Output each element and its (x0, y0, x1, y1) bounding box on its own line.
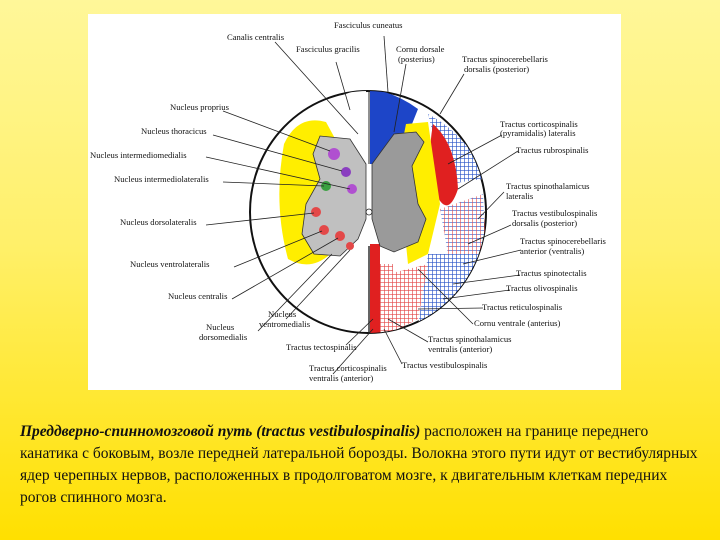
label-spinocerebellaris-anterior-1: Tractus spinocerebellaris (520, 236, 606, 246)
label-corticospinalis-lateralis-1: Tractus corticospinalis (500, 119, 578, 129)
label-cornu-ventrale: Cornu ventrale (anterius) (474, 318, 561, 328)
label-vestibulospinalis-dorsalis-1: Tractus vestibulospinalis (512, 208, 598, 218)
ventral-corticospinal-tract-area (370, 244, 380, 333)
label-canalis-centralis: Canalis centralis (227, 32, 285, 42)
fasciculus-cuneatus-area (370, 91, 418, 164)
label-corticospinalis-ventralis-2: ventralis (anterior) (309, 373, 373, 383)
nucleus-dot-centralis (335, 231, 345, 241)
label-nucleus-intermediolateralis: Nucleus intermediolateralis (114, 174, 209, 184)
vestibulospinal-tract-area (380, 264, 393, 333)
label-fasciculus-cuneatus: Fasciculus cuneatus (334, 20, 403, 30)
spinothalamic-lateral-area (440, 194, 486, 259)
label-nucleus-ventromedialis-2: ventromedialis (259, 319, 311, 329)
caption-text: расположен на границе переднего канатика… (20, 423, 698, 506)
label-nucleus-ventromedialis-1: Nucleus (268, 309, 297, 319)
nucleus-dot-dorsolateralis (311, 207, 321, 217)
label-reticulospinalis: Tractus reticulospinalis (482, 302, 563, 312)
label-tectospinalis: Tractus tectospinalis (286, 342, 357, 352)
label-nucleus-dorsomedialis-2: dorsomedialis (199, 332, 248, 342)
gray-matter-left (301, 135, 367, 257)
caption-paragraph: Преддверно-спинномозговой путь (tractus … (20, 421, 700, 509)
label-nucleus-centralis: Nucleus centralis (168, 291, 228, 301)
leader-lines (205, 35, 522, 375)
nucleus-dot-thoracicus (341, 167, 351, 177)
nucleus-dot-proprius (328, 148, 340, 160)
label-spinothalamicus-lateralis-2: lateralis (506, 191, 534, 201)
label-spinocerebellaris-dorsalis: Tractus spinocerebellaris (462, 54, 548, 64)
label-spinotectalis: Tractus spinotectalis (516, 268, 587, 278)
label-corticospinalis-lateralis-2: (pyramidalis) lateralis (500, 128, 576, 138)
nucleus-dot-intermediomedialis (347, 184, 357, 194)
label-fasciculus-gracilis: Fasciculus gracilis (296, 44, 360, 54)
label-nucleus-thoracicus: Nucleus thoracicus (141, 126, 207, 136)
label-vestibulospinalis-dorsalis-2: dorsalis (posterior) (512, 218, 577, 228)
fasciculus-gracilis-area (320, 91, 366, 164)
label-nucleus-proprius: Nucleus proprius (170, 102, 230, 112)
label-nucleus-ventrolateralis: Nucleus ventrolateralis (130, 259, 210, 269)
label-olivospinalis: Tractus olivospinalis (506, 283, 578, 293)
label-vestibulospinalis: Tractus vestibulospinalis (402, 360, 488, 370)
label-nucleus-dorsolateralis: Nucleus dorsolateralis (120, 217, 197, 227)
nucleus-dot-ventromedialis (346, 242, 354, 250)
reticulospinal-area (388, 264, 428, 333)
dorsal-spinocerebellar-tract-area (428, 114, 483, 184)
label-spinothalamicus-ventralis-1: Tractus spinothalamicus (428, 334, 512, 344)
spinal-cord-diagram: Canalis centralis Fasciculus cuneatus Fa… (88, 14, 621, 390)
label-rubrospinalis: Tractus rubrospinalis (516, 145, 589, 155)
gray-matter-right (371, 131, 427, 253)
caption-term: Преддверно-спинномозговой путь (tractus … (20, 423, 421, 440)
central-canal (365, 208, 373, 216)
label-spinocerebellaris-dorsalis-sub: dorsalis (posterior) (464, 64, 529, 74)
nucleus-dot-ventrolateralis (319, 225, 329, 235)
label-spinocerebellaris-anterior-2: anterior (ventralis) (520, 246, 584, 256)
label-cornu-dorsale-sub: (posterius) (398, 54, 435, 64)
label-nucleus-intermediomedialis: Nucleus intermediomedialis (90, 150, 187, 160)
label-spinothalamicus-ventralis-2: ventralis (anterior) (428, 344, 492, 354)
label-nucleus-dorsomedialis-1: Nucleus (206, 322, 235, 332)
label-cornu-dorsale: Cornu dorsale (396, 44, 445, 54)
label-corticospinalis-ventralis-1: Tractus corticospinalis (309, 363, 387, 373)
label-spinothalamicus-lateralis-1: Tractus spinothalamicus (506, 181, 590, 191)
right-ventral-area (418, 254, 486, 326)
